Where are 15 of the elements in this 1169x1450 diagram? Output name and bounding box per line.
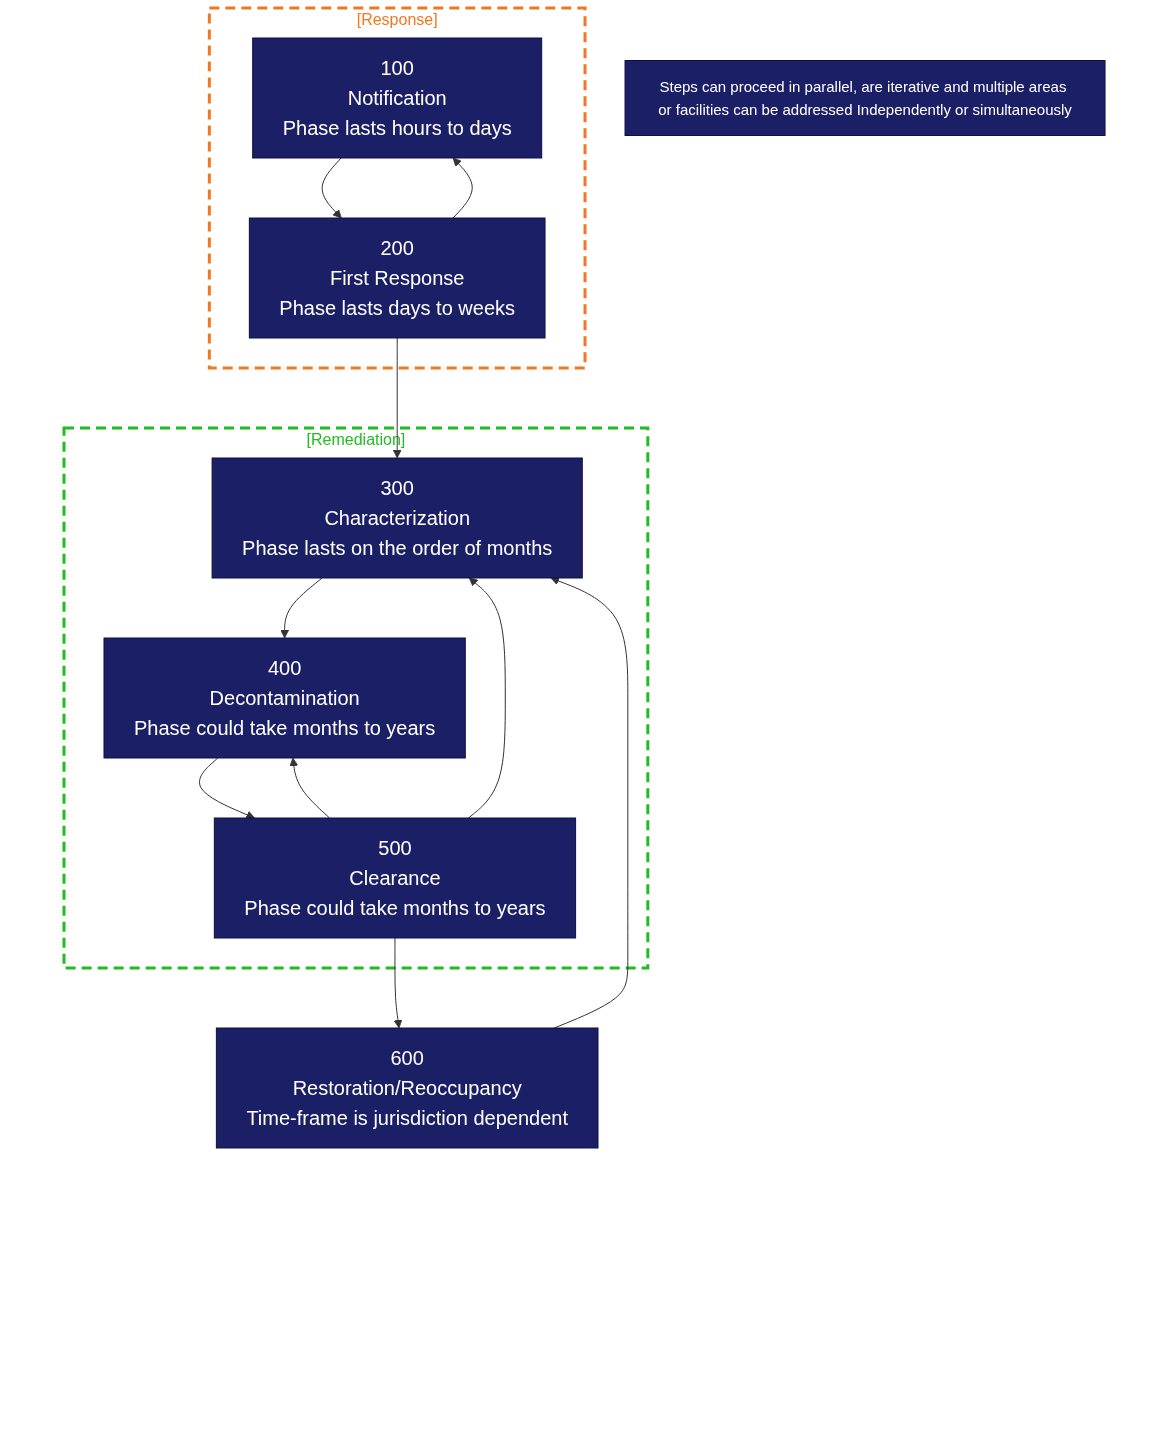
node-box: 100 Notification Phase lasts hours to days	[252, 37, 543, 159]
arrow	[321, 157, 342, 219]
node-box: Steps can proceed in parallel, are iterative and multiple areas or facilities can be addressed Independently or simultaneously	[624, 60, 1106, 136]
arrow	[452, 157, 473, 219]
arrow	[392, 337, 402, 459]
node-box: 400 Decontamination Phase could take months to years	[103, 637, 466, 759]
node-box: 600 Restoration/Reoccupancy Time-frame is jurisdiction dependent	[215, 1027, 599, 1149]
arrow	[393, 937, 403, 1029]
arrow	[289, 757, 331, 819]
node-box: 300 Characterization Phase lasts on the order of months	[211, 457, 583, 579]
arrow	[468, 577, 506, 819]
arrow	[199, 757, 255, 819]
arrow	[280, 577, 323, 639]
node-box: 200 First Response Phase lasts days to weeks	[248, 217, 546, 339]
node-box: 500 Clearance Phase could take months to years	[213, 817, 577, 939]
